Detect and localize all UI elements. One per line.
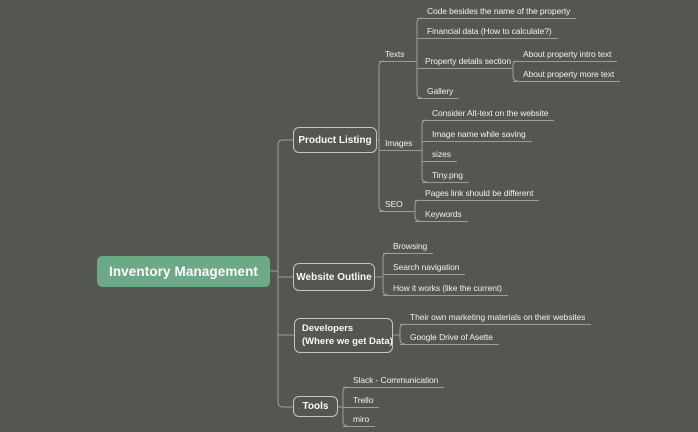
node-images[interactable]: Images xyxy=(379,138,422,151)
root-node-inventory-management[interactable]: Inventory Management xyxy=(97,256,270,287)
node-gallery[interactable]: Gallery xyxy=(417,86,460,99)
node-how-it-works[interactable]: How it works (like the current) xyxy=(383,283,508,296)
node-developers-label-line1: Developers xyxy=(302,323,354,334)
node-developers-label: Developers (Where we get Data) xyxy=(302,323,393,348)
node-image-name-while-saving[interactable]: Image name while saving xyxy=(422,129,532,142)
node-seo[interactable]: SEO xyxy=(379,199,415,212)
node-website-outline[interactable]: Website Outline xyxy=(293,263,375,291)
node-keywords[interactable]: Keywords xyxy=(415,209,468,222)
node-property-details-section[interactable]: Property details section xyxy=(417,56,513,69)
node-trello[interactable]: Trello xyxy=(343,395,380,408)
node-browsing[interactable]: Browsing xyxy=(383,241,434,254)
node-search-navigation[interactable]: Search navigation xyxy=(383,262,466,275)
node-developers[interactable]: Developers (Where we get Data) xyxy=(294,318,393,353)
node-product-listing-label: Product Listing xyxy=(298,134,372,146)
node-google-drive-of-asette[interactable]: Google Drive of Asette xyxy=(400,332,499,345)
node-tiny-png[interactable]: Tiny.png xyxy=(422,170,469,183)
node-financial-data[interactable]: Financial data (How to calculate?) xyxy=(417,26,558,39)
node-code-besides-property[interactable]: Code besides the name of the property xyxy=(417,6,577,19)
node-product-listing[interactable]: Product Listing xyxy=(293,127,377,153)
node-slack-communication[interactable]: Slack - Communication xyxy=(343,375,445,388)
node-about-property-intro-text[interactable]: About property intro text xyxy=(513,49,618,62)
node-tools[interactable]: Tools xyxy=(293,396,338,417)
node-texts[interactable]: Texts xyxy=(379,49,417,62)
root-node-label: Inventory Management xyxy=(108,264,259,279)
node-website-outline-label: Website Outline xyxy=(296,271,372,283)
node-sizes[interactable]: sizes xyxy=(422,149,457,162)
node-consider-alt-text[interactable]: Consider Alt-text on the website xyxy=(422,108,555,121)
node-about-property-more-text[interactable]: About property more text xyxy=(513,69,621,82)
node-pages-link-different[interactable]: Pages link should be different xyxy=(415,188,540,201)
node-developers-label-line2: (Where we get Data) xyxy=(302,335,393,347)
node-their-own-marketing-materials[interactable]: Their own marketing materials on their w… xyxy=(400,312,592,325)
node-miro[interactable]: miro xyxy=(343,414,376,427)
node-tools-label: Tools xyxy=(302,401,329,412)
